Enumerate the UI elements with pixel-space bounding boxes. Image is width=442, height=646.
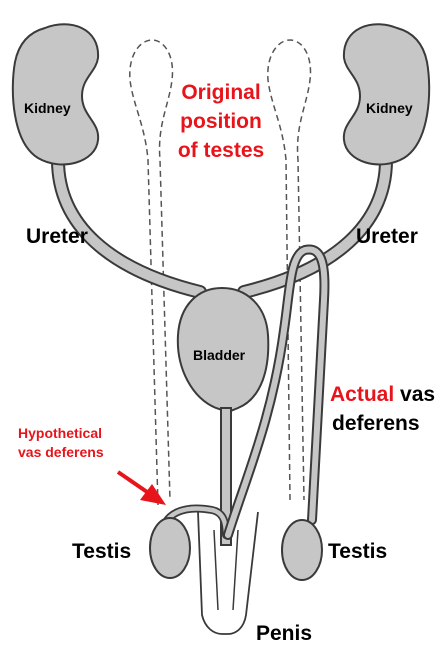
kidney-right-shape <box>344 24 429 164</box>
vas-word: vas <box>400 383 435 406</box>
hypothetical-arrow-shaft <box>118 472 150 494</box>
testis-right-shape <box>282 520 322 580</box>
hypothetical-vas-label-line2: vas deferens <box>18 445 104 459</box>
testis-right-label: Testis <box>328 541 387 562</box>
actual-vas-label-line1: Actual vas <box>330 384 435 405</box>
penis-label: Penis <box>256 623 312 644</box>
ureter-left-label: Ureter <box>26 226 88 247</box>
actual-word: Actual <box>330 383 394 406</box>
hypothetical-vas-label-line1: Hypothetical <box>18 426 102 440</box>
hypothetical-arrow-head <box>140 484 166 505</box>
penis-inner-right <box>233 530 238 610</box>
kidney-left-label: Kidney <box>24 101 71 115</box>
kidney-right-label: Kidney <box>366 101 413 115</box>
penis-inner-left <box>214 530 218 610</box>
original-position-label-line1: Original <box>176 82 266 103</box>
actual-vas-label-line2: deferens <box>332 413 420 434</box>
original-position-label-line3: of testes <box>166 140 276 161</box>
testis-left-label: Testis <box>72 541 131 562</box>
bladder-label: Bladder <box>193 348 245 362</box>
ureter-right-label: Ureter <box>356 226 418 247</box>
kidney-left-shape <box>13 24 98 164</box>
testis-left-shape <box>150 518 190 578</box>
original-position-label-line2: position <box>176 111 266 132</box>
